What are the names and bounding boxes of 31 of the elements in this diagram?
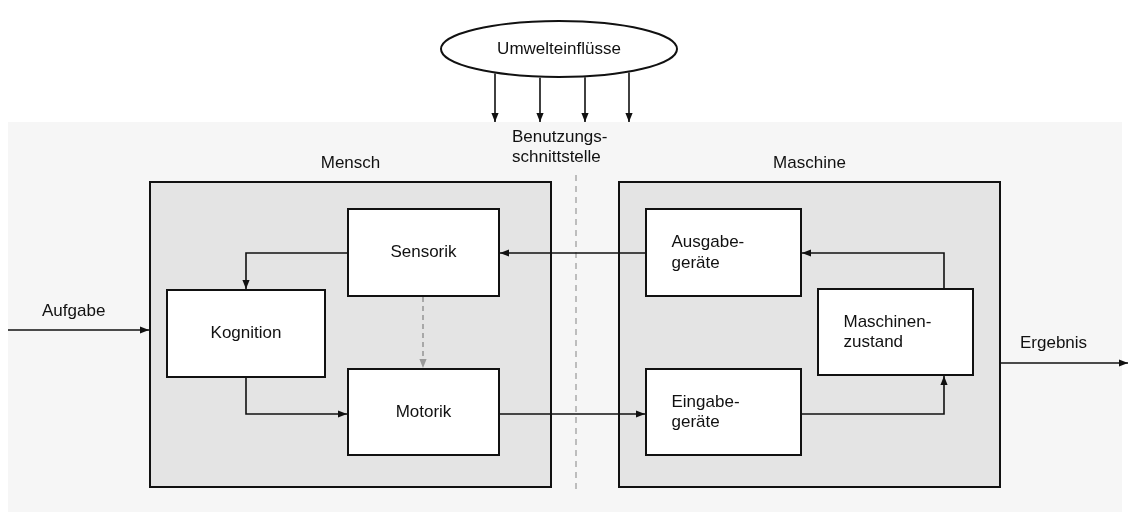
arrow: [499, 249, 646, 257]
group-heading: Maschine: [772, 153, 847, 174]
node-label: Motorik: [395, 401, 452, 423]
node-label: Ausgabe- geräte: [671, 232, 746, 273]
arrow: [625, 71, 633, 123]
arrow: [1000, 359, 1129, 367]
arrow: [499, 410, 646, 418]
arrow: [245, 377, 348, 418]
node-label: Maschinen- zustand: [843, 311, 933, 353]
arrow: [536, 76, 544, 123]
arrow: [7, 326, 150, 334]
process-box: [645, 208, 802, 297]
arrow: [491, 72, 499, 123]
process-box: [817, 288, 974, 376]
node-label: Kognition: [210, 323, 282, 344]
arrow: [801, 249, 945, 289]
process-box: [347, 368, 500, 456]
edge-label: Aufgabe: [42, 301, 106, 321]
node-label: Umwelteinflüsse: [497, 38, 621, 60]
interface-label: Benutzungs- schnittstelle: [512, 127, 609, 168]
process-box: [166, 289, 326, 378]
dashed-arrow: [419, 296, 427, 369]
process-box: [645, 368, 802, 456]
interface-panel: [8, 122, 1122, 512]
node-label: Eingabe- geräte: [671, 391, 741, 433]
arrow: [242, 252, 348, 290]
process-box: [347, 208, 500, 297]
arrow: [581, 76, 589, 123]
edge-label: Ergebnis: [1020, 333, 1088, 353]
node-label: Sensorik: [390, 242, 457, 263]
arrow: [801, 375, 948, 415]
